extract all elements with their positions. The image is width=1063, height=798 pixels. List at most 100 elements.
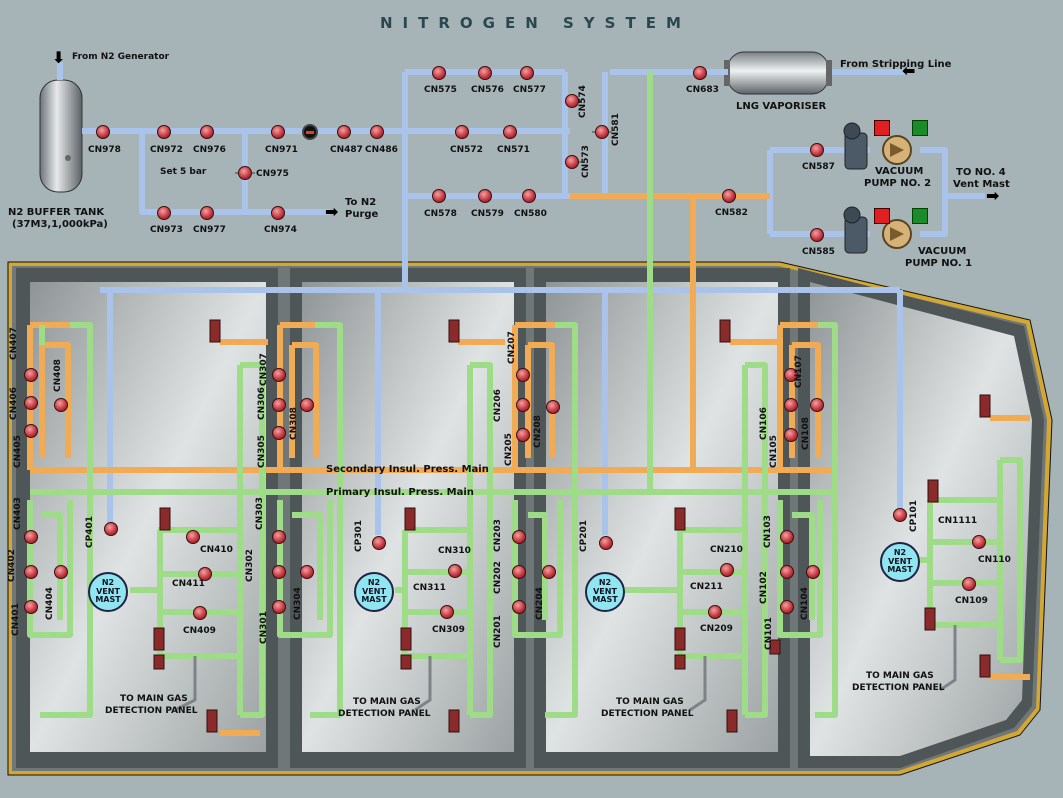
valve-cp301[interactable] [369,536,389,550]
valve-cp201[interactable] [596,536,616,550]
valve-cn301[interactable] [269,600,289,614]
valve-cn101[interactable] [777,600,797,614]
vacuum-pump-1-start-button[interactable] [912,208,928,224]
valve-cn582[interactable] [719,189,739,203]
valve-cn210[interactable] [717,563,737,577]
valve-label-cn402: CN402 [7,549,17,582]
valve-cn107[interactable] [781,368,801,382]
valve-cn977[interactable] [197,206,217,220]
valve-cn587[interactable] [807,143,827,157]
valve-cn309[interactable] [437,605,457,619]
valve-cn578[interactable] [429,189,449,203]
valve-label-cn403: CN403 [13,497,23,530]
valve-cn405[interactable] [21,424,41,438]
vacuum-pump-1-assembly [843,206,912,254]
valve-label-cn202: CN202 [493,561,503,594]
valve-cn974[interactable] [268,206,288,220]
valve-cn574[interactable] [562,94,582,108]
to-main-gas-label-b: DETECTION PANEL [338,709,431,719]
valve-cn580[interactable] [519,189,539,203]
valve-label-cp101: CP101 [909,500,919,532]
valve-cn307[interactable] [269,368,289,382]
valve-cn108[interactable] [807,398,827,412]
valve-cn102[interactable] [777,565,797,579]
valve-label-cn305: CN305 [257,435,267,468]
valve-cn410[interactable] [195,567,215,581]
valve-cn208[interactable] [543,400,563,414]
valve-cn575[interactable] [429,66,449,80]
valve-cn203[interactable] [509,530,529,544]
valve-cn202[interactable] [509,565,529,579]
valve-cn973[interactable] [154,206,174,220]
valve-cn408[interactable] [51,398,71,412]
vacuum-pump-1-stop-button[interactable] [874,208,890,224]
valve-cn403[interactable] [21,530,41,544]
valve-cn305[interactable] [269,426,289,440]
valve-cn207[interactable] [513,368,533,382]
valve-cn579[interactable] [475,189,495,203]
valve-label-cn572: CN572 [450,145,483,155]
valve-cn409[interactable] [190,606,210,620]
valve-cn302[interactable] [269,565,289,579]
valve-cn404[interactable] [51,565,71,579]
valve-cn577[interactable] [517,66,537,80]
valve-cn103[interactable] [777,530,797,544]
valve-cp101[interactable] [890,508,910,522]
mast-label: VENT [362,586,386,596]
valve-cn407-a[interactable] [21,368,41,382]
valve-cn401[interactable] [21,600,41,614]
valve-cn205[interactable] [513,428,533,442]
valve-cn308[interactable] [297,398,317,412]
down-arrow-icon: ⬇ [52,48,66,67]
valve-cn406[interactable] [21,396,41,410]
valve-cn581[interactable] [592,125,612,139]
valve-cn310[interactable] [445,564,465,578]
valve-cn402[interactable] [21,565,41,579]
valve-cn972[interactable] [154,125,174,139]
valve-cn585[interactable] [807,228,827,242]
set-5-bar-label: Set 5 bar [160,167,207,177]
valve-cn975[interactable] [235,166,255,180]
valve-cn572[interactable] [452,125,472,139]
valve-cn571[interactable] [500,125,520,139]
primary-main-label: Primary Insul. Press. Main [326,487,474,498]
vacuum-pump-2-stop-button[interactable] [874,120,890,136]
valve-cn105[interactable] [781,428,801,442]
valve-cn306[interactable] [269,398,289,412]
valve-label-cn309: CN309 [432,625,465,635]
valve-label-cn106: CN106 [759,407,769,440]
valve-cn487[interactable] [334,125,354,139]
valve-cn303[interactable] [269,530,289,544]
valve-cn976[interactable] [197,125,217,139]
valve-cn971[interactable] [268,125,288,139]
valve-label-cn303: CN303 [255,497,265,530]
valve-cp401[interactable] [101,522,121,536]
valve-cn206[interactable] [513,398,533,412]
valve-cn204[interactable] [539,565,559,579]
valve-cn209[interactable] [705,605,725,619]
n2-buffer-tank [39,79,83,193]
valve-cn304[interactable] [297,565,317,579]
n2-buffer-tank-label: N2 BUFFER TANK [8,207,105,218]
vacuum-pump-1-label-b: PUMP NO. 1 [905,258,973,269]
valve-cn576[interactable] [475,66,495,80]
vacuum-pump-2-start-button[interactable] [912,120,928,136]
valve-cn110[interactable] [969,535,989,549]
valve-cn683[interactable] [690,66,710,80]
valve-label-cn973: CN973 [150,225,183,235]
valve-cn410-top[interactable] [183,530,203,544]
valve-cn978[interactable] [93,125,113,139]
valve-cn201[interactable] [509,600,529,614]
valve-cn104[interactable] [803,565,823,579]
valve-cn573[interactable] [562,155,582,169]
valve-label-cn203: CN203 [493,519,503,552]
valve-cn109[interactable] [959,577,979,591]
valve-cn106[interactable] [781,398,801,412]
tank-spec-label: (37M3,1,000kPa) [12,219,108,230]
to-main-gas-label-a: TO MAIN GAS [866,671,934,681]
valve-cn486[interactable] [367,125,387,139]
